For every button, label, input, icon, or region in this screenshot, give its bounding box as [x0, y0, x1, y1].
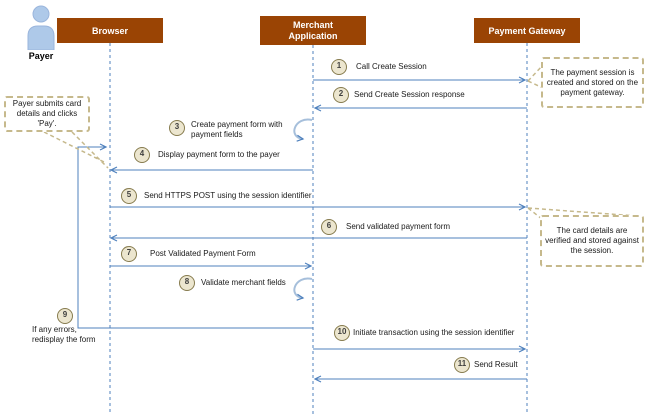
lifeline-header-merchant: Merchant Application: [260, 16, 366, 45]
step-8-badge: 8: [179, 275, 195, 291]
self-loop-create-payment-form: [293, 118, 313, 142]
step-1-label: Call Create Session: [356, 62, 427, 71]
step-4-badge: 4: [134, 147, 150, 163]
step-4-label: Display payment form to the payer: [158, 150, 280, 159]
step-9-badge: 9: [57, 308, 73, 324]
arrow-redisplay-form-feedback: [77, 143, 313, 329]
step-11-badge: 11: [454, 357, 470, 373]
step-10-label: Initiate transaction using the session i…: [353, 328, 515, 337]
step-11-label: Send Result: [474, 360, 518, 369]
payer-actor-label: Payer: [28, 51, 54, 61]
step-6-badge: 6: [321, 219, 337, 235]
step-7-label: Post Validated Payment Form: [150, 249, 256, 258]
step-8-label: Validate merchant fields: [201, 278, 286, 287]
step-1-badge: 1: [331, 59, 347, 75]
session-note-connector: [527, 64, 544, 89]
note-card-verified: The card details are verified and stored…: [540, 215, 644, 267]
step-3-label: Create payment form with payment fields: [191, 120, 283, 139]
step-3-badge: 3: [169, 120, 185, 136]
step-2-badge: 2: [333, 87, 349, 103]
self-loop-validate-merchant-fields: [293, 277, 313, 301]
step-6-label: Send validated payment form: [346, 222, 451, 231]
step-2-label: Send Create Session response: [354, 90, 465, 99]
lifeline-header-gateway: Payment Gateway: [474, 18, 580, 43]
payer-note-connector: [43, 131, 109, 169]
step-7-badge: 7: [121, 246, 137, 262]
step-5-label: Send HTTPS POST using the session identi…: [144, 191, 312, 200]
step-10-badge: 10: [334, 325, 350, 341]
lifeline-header-browser: Browser: [57, 18, 163, 43]
step-9-label: If any errors, redisplay the form: [32, 325, 96, 344]
step-5-badge: 5: [121, 188, 137, 204]
card-note-connector: [527, 207, 638, 224]
note-session-created: The payment session is created and store…: [541, 57, 644, 108]
payer-actor-icon: [27, 5, 55, 50]
note-payer-submits: Payer submits card details and clicks 'P…: [4, 96, 90, 132]
